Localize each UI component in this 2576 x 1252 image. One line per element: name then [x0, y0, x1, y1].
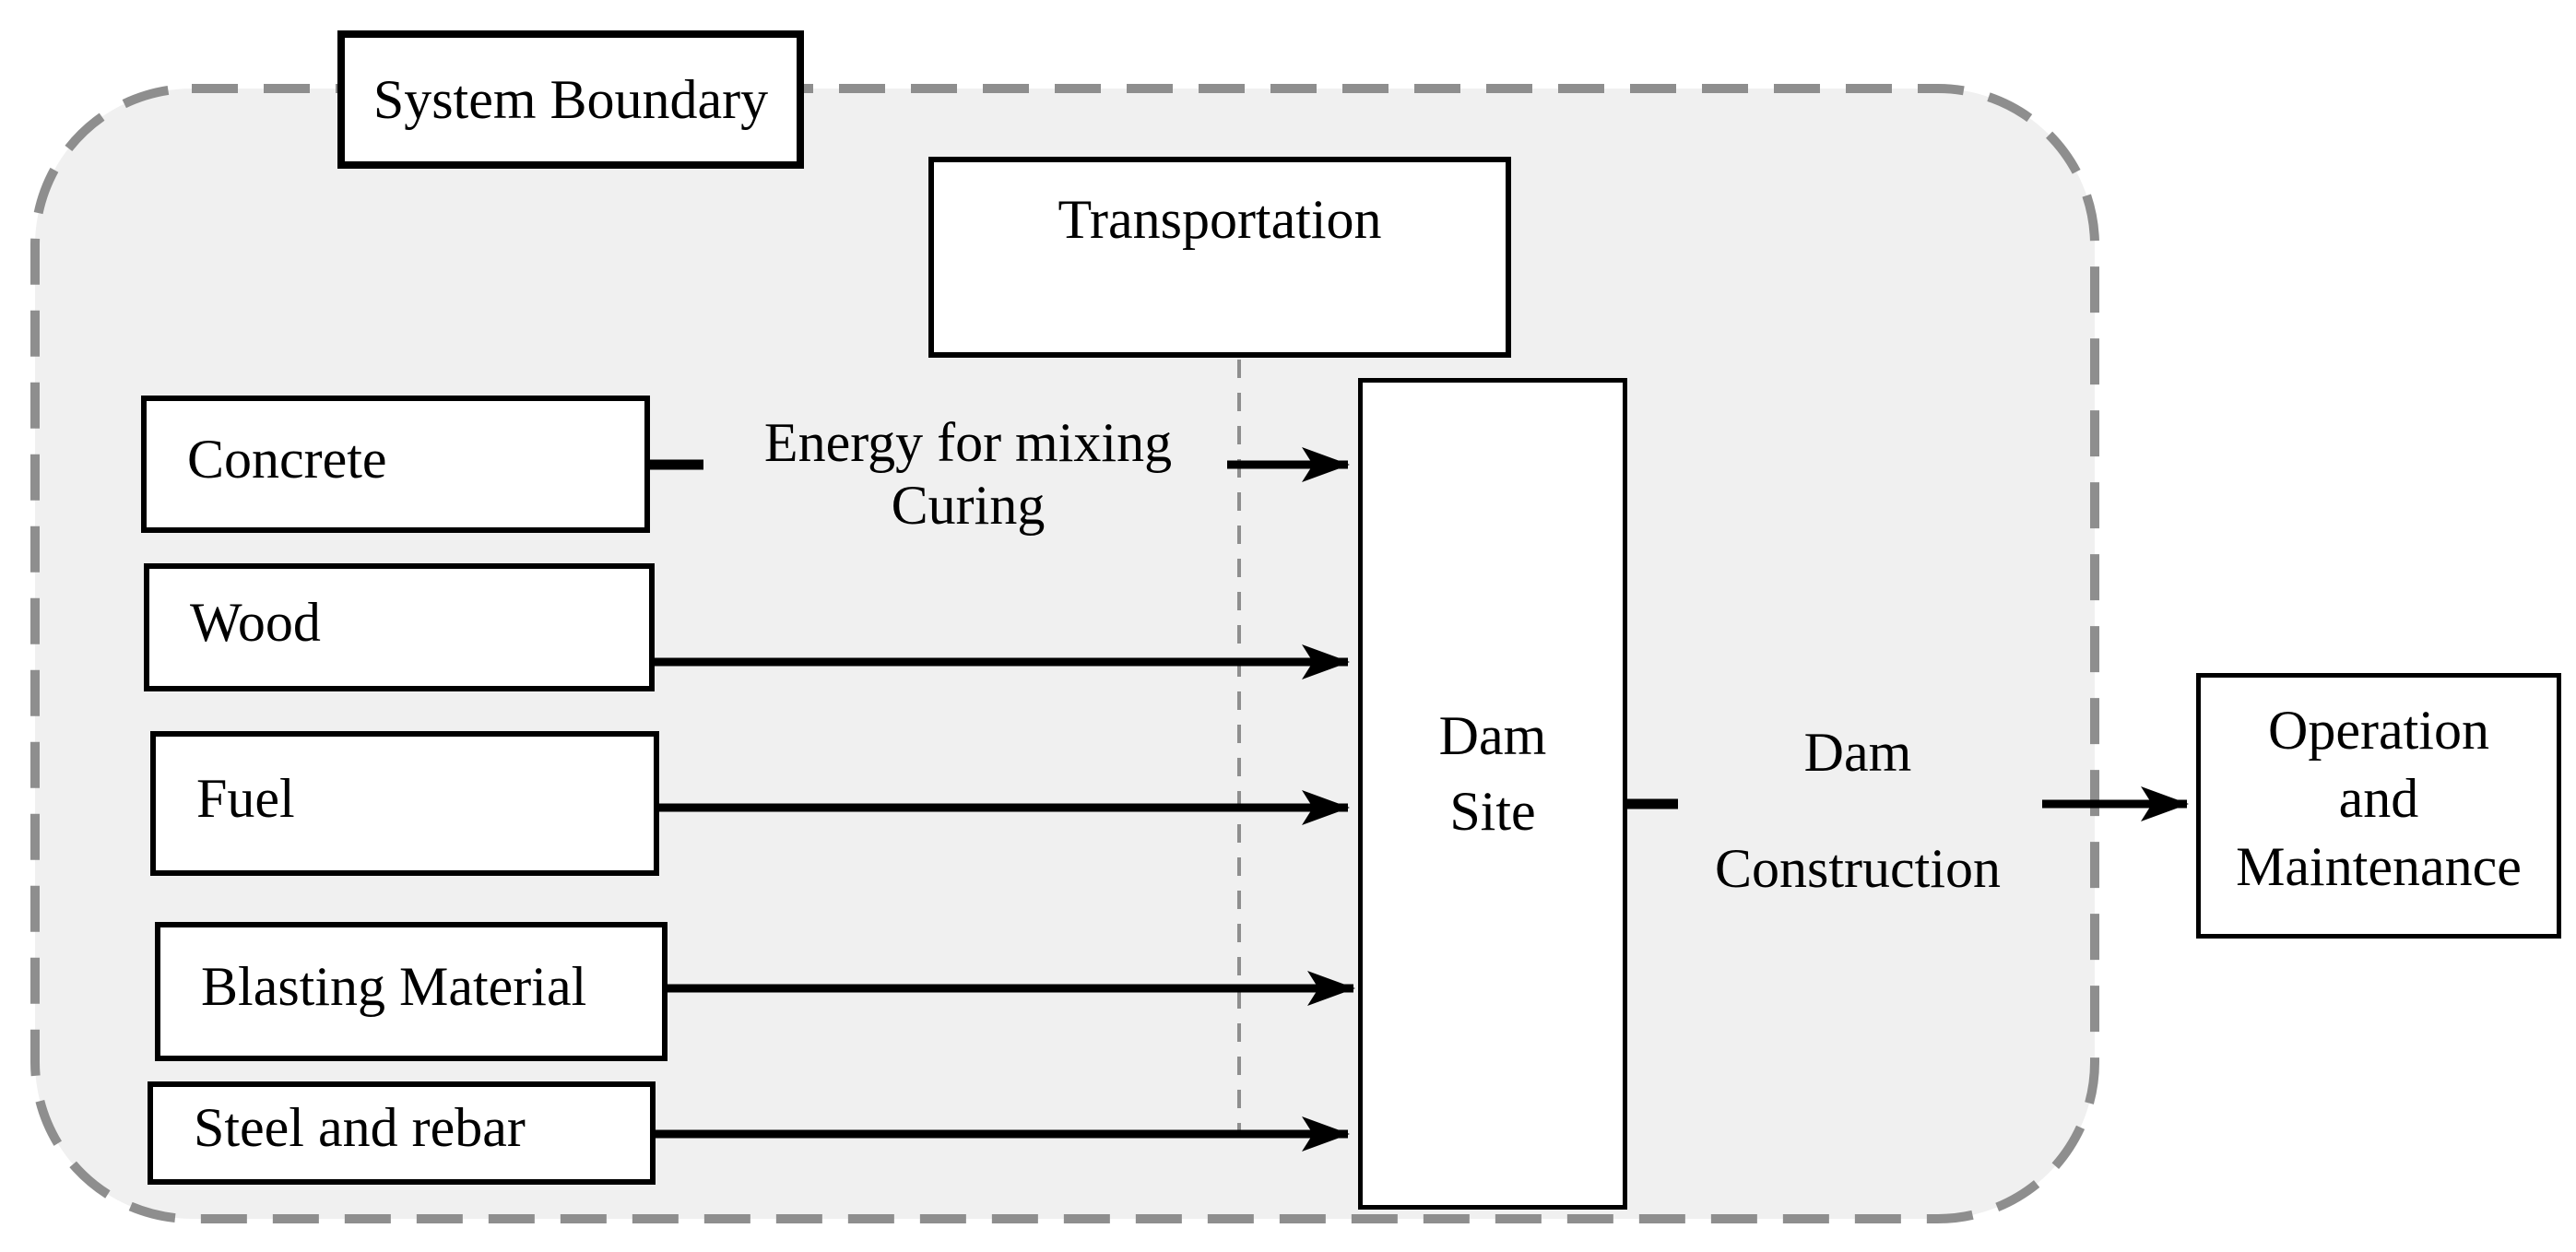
dam-construction-line2: Construction	[1715, 838, 2001, 899]
energy-note-line2: Curing	[891, 475, 1046, 536]
system-boundary-label: System Boundary	[372, 69, 769, 130]
input-label-wood: Wood	[190, 591, 321, 653]
operation-maintenance-line2: and	[2338, 768, 2419, 829]
operation-maintenance-line3: Maintenance	[2236, 836, 2522, 897]
input-label-steel-and-rebar: Steel and rebar	[194, 1097, 526, 1158]
energy-note-line1: Energy for mixing	[763, 412, 1173, 473]
dam-site-box: Dam Site	[1358, 378, 1627, 1210]
energy-note: Energy for mixing Curing	[710, 411, 1226, 537]
dam-construction-line1: Dam	[1803, 722, 1912, 783]
dam-construction-label: Dam Construction	[1672, 694, 2044, 927]
operation-maintenance-label: Operation and Maintenance	[2236, 696, 2522, 901]
input-label-concrete: Concrete	[187, 428, 387, 490]
operation-maintenance-box: Operation and Maintenance	[2196, 673, 2561, 939]
transportation-box: Transportation	[928, 157, 1511, 358]
input-box-concrete: Concrete	[141, 396, 650, 533]
input-label-fuel: Fuel	[196, 767, 295, 829]
dam-site-label: Dam Site	[1439, 698, 1547, 849]
input-box-wood: Wood	[144, 563, 655, 691]
transportation-label: Transportation	[1058, 189, 1382, 250]
operation-maintenance-line1: Operation	[2268, 700, 2489, 761]
input-box-steel-and-rebar: Steel and rebar	[148, 1081, 656, 1185]
input-box-blasting-material: Blasting Material	[155, 922, 668, 1061]
input-box-fuel: Fuel	[150, 731, 659, 876]
system-boundary-label-box: System Boundary	[337, 30, 804, 169]
input-label-blasting-material: Blasting Material	[201, 955, 587, 1017]
dam-site-label-line1: Dam	[1438, 705, 1547, 766]
dam-site-label-line2: Site	[1449, 781, 1536, 842]
